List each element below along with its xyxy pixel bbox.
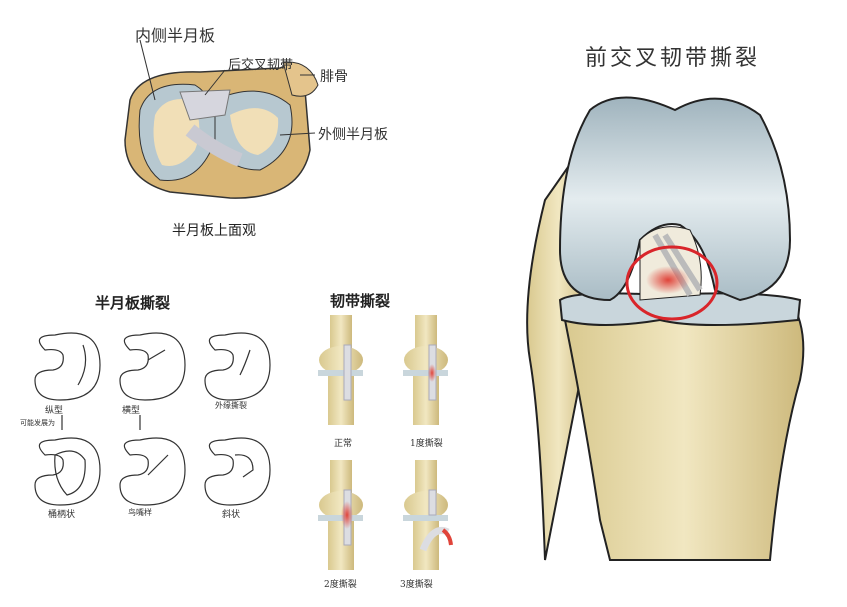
meniscus-tears-title: 半月板撕裂 <box>95 294 171 312</box>
meniscus-shape <box>119 332 186 401</box>
tear-type-label: 桶柄状 <box>48 510 76 520</box>
acl-tear-title: 前交叉韧带撕裂 <box>585 46 761 71</box>
label-pcl: 后交叉韧带 <box>228 58 294 73</box>
label-lateral-meniscus: 外侧半月板 <box>318 127 388 143</box>
label-medial-meniscus: 内侧半月板 <box>135 26 216 45</box>
meniscus-shape <box>34 332 101 401</box>
ligament-grade-drawings <box>318 315 453 570</box>
grade-label: 1度撕裂 <box>410 439 443 449</box>
grade-label: 3度撕裂 <box>400 580 433 590</box>
tear-type-label: 斜状 <box>222 510 241 520</box>
tear-type-label: 纵型 <box>45 406 64 416</box>
meniscus-top-view-drawing <box>124 39 319 199</box>
knee-grade2 <box>318 460 363 570</box>
tear-type-label: 横型 <box>122 406 141 416</box>
grade-label: 正常 <box>334 439 353 449</box>
label-fibula: 腓骨 <box>320 69 348 85</box>
tear-type-label: 外缘撕裂 <box>215 401 247 410</box>
tear-type-label: 鸟嘴样 <box>128 508 152 517</box>
grade-label: 2度撕裂 <box>324 580 357 590</box>
knee-grade1 <box>403 315 448 425</box>
meniscus-shape <box>34 437 101 506</box>
meniscus-shape <box>204 332 271 401</box>
acl-knee-drawing <box>526 96 805 561</box>
knee-grade3 <box>403 460 453 570</box>
meniscus-tear-drawings <box>34 332 271 506</box>
knee-normal <box>318 315 363 425</box>
meniscus-shape <box>204 437 271 506</box>
meniscus-top-view-caption: 半月板上面观 <box>172 223 256 239</box>
meniscus-shape <box>119 437 186 506</box>
arrow-note: 可能发展为 <box>20 419 55 427</box>
ligament-tears-title: 韧带撕裂 <box>330 292 391 310</box>
